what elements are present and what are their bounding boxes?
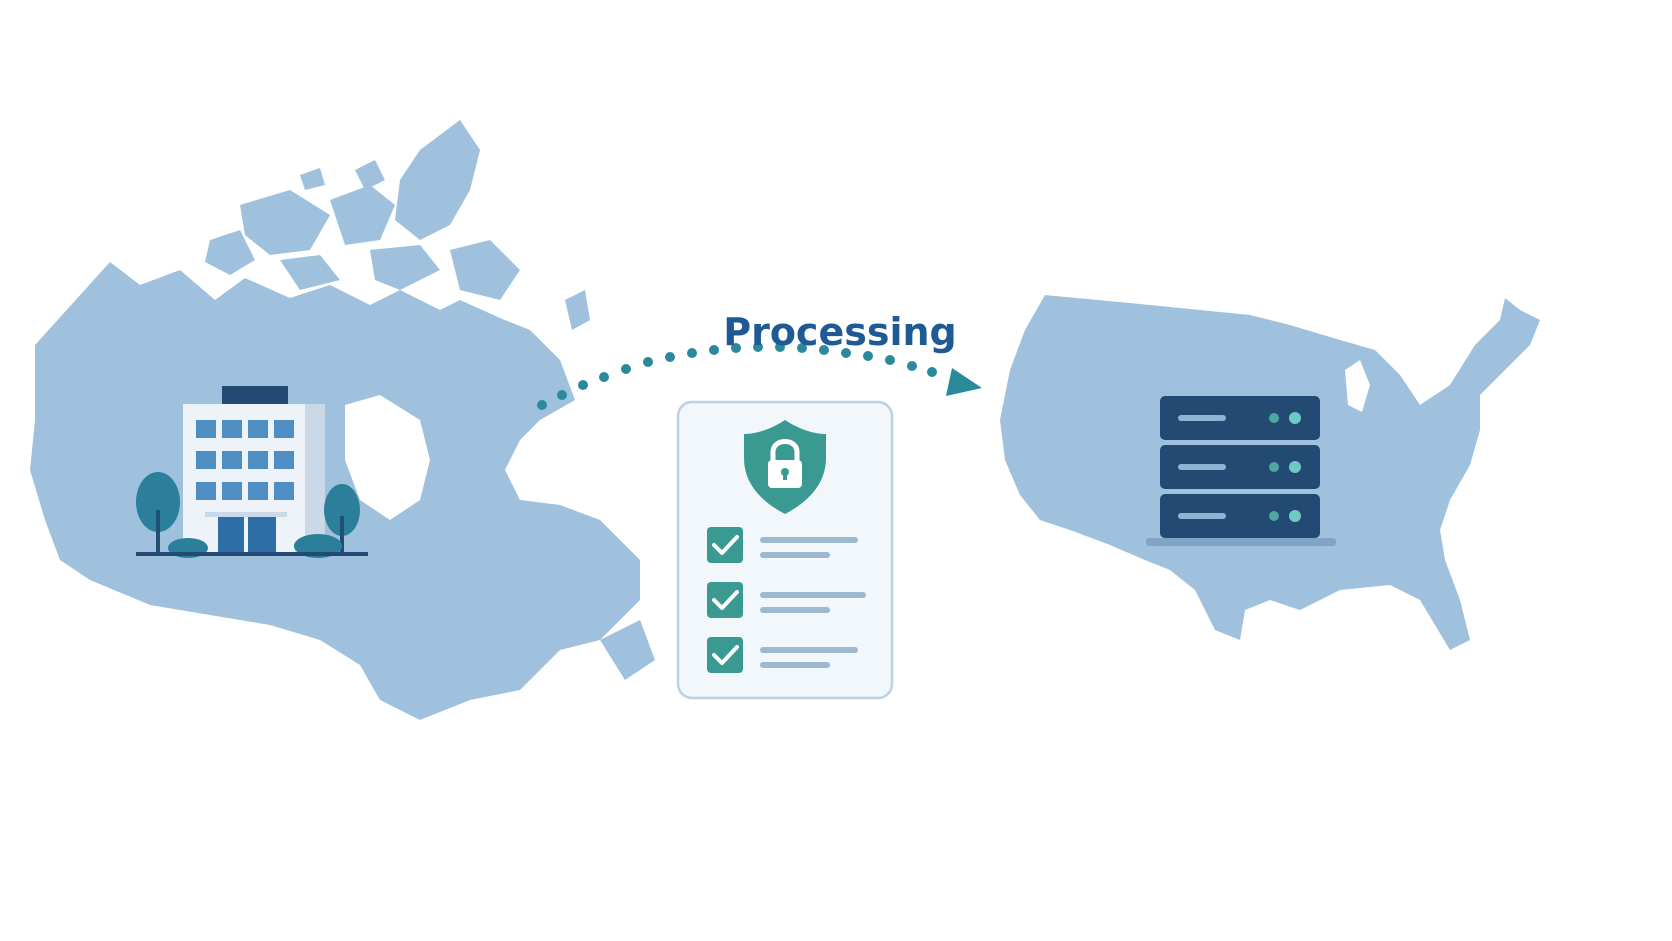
canada-map [30, 120, 655, 720]
server-unit [1160, 494, 1320, 538]
office-building-icon [183, 386, 325, 554]
server-unit [1160, 396, 1320, 440]
tree-icon [136, 472, 368, 558]
security-checklist-icon [676, 400, 894, 700]
checklist-items [707, 527, 866, 673]
shield-lock-icon [744, 420, 826, 514]
great-lakes [1345, 360, 1370, 412]
dotted-arrow [537, 342, 982, 410]
server-unit [1160, 445, 1320, 489]
server-rack-icon [1146, 396, 1336, 546]
hudson-bay [345, 395, 430, 520]
check-item [707, 582, 866, 618]
processing-label: Processing [723, 310, 957, 354]
check-item [707, 527, 858, 563]
check-item [707, 637, 858, 673]
